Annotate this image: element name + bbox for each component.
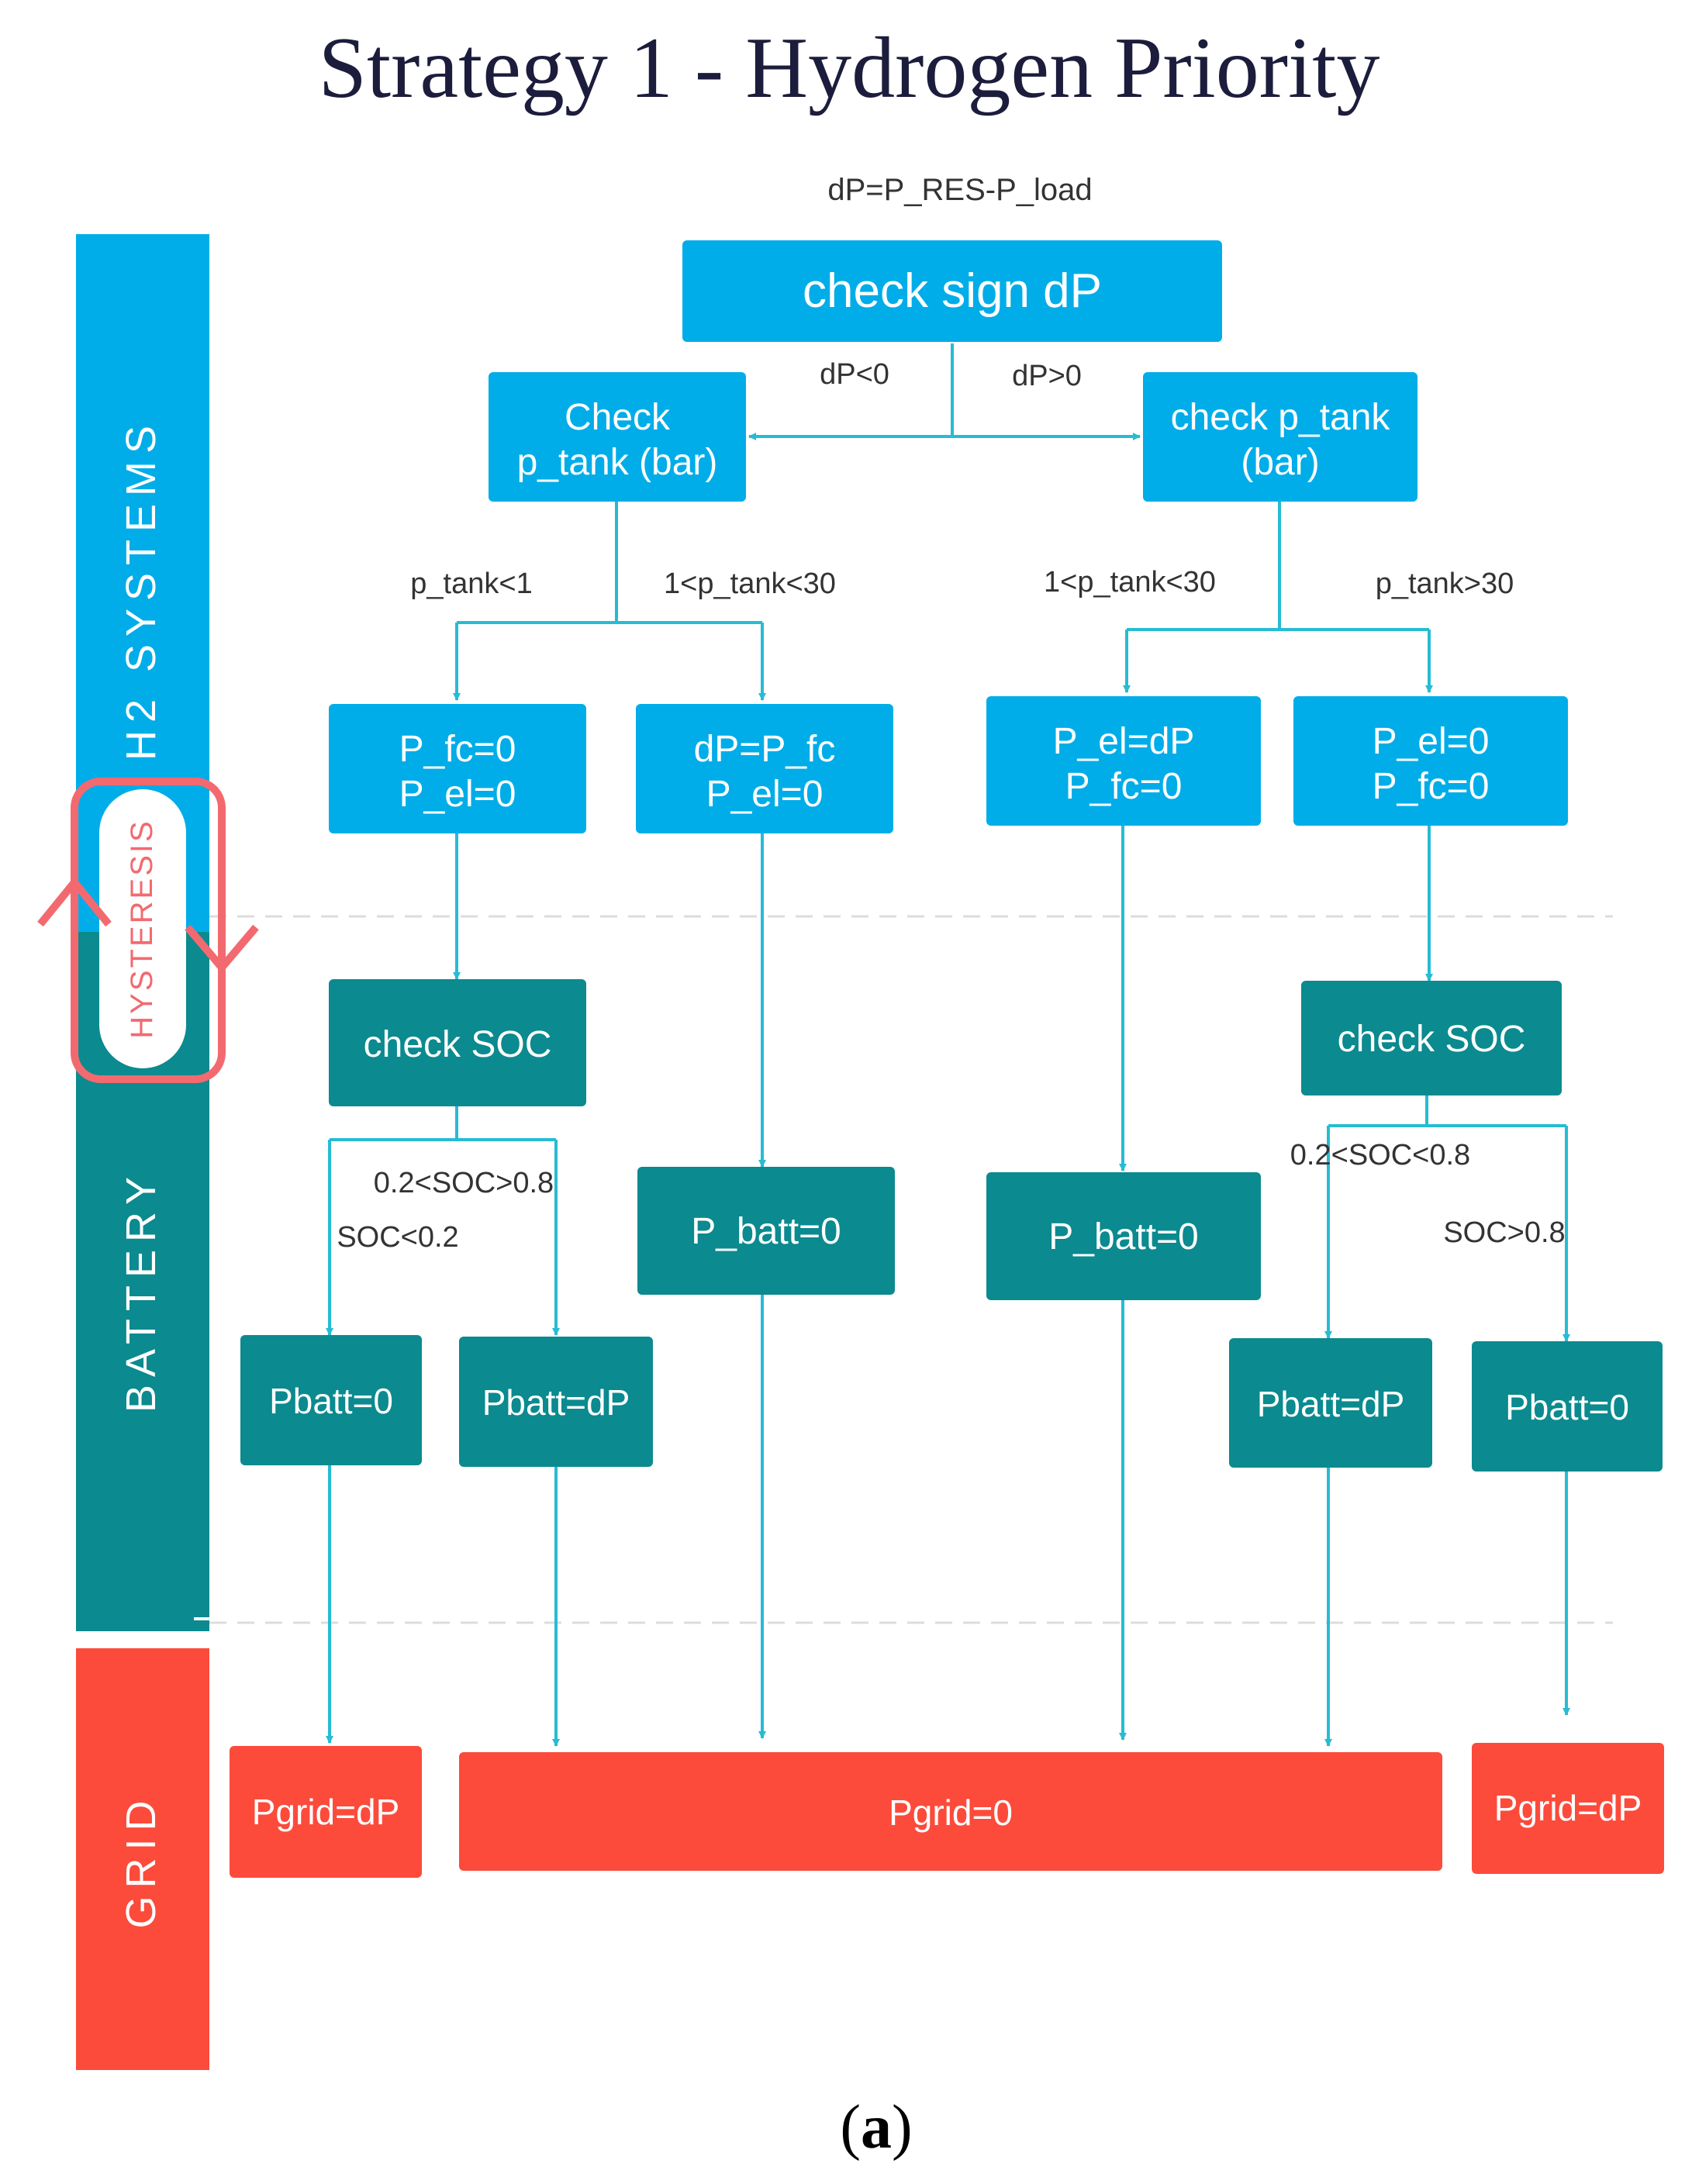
- node-pgrid-dp-right: Pgrid=dP: [1472, 1743, 1664, 1874]
- edge-label-dp-neg: dP<0: [820, 358, 889, 391]
- node-check-soc-right: check SOC: [1301, 981, 1562, 1095]
- node-pbattdp-left: Pbatt=dP: [459, 1337, 653, 1467]
- formula-label: dP=P_RES-P_load: [827, 173, 1092, 207]
- hysteresis-down-arrow-icon: [185, 842, 259, 971]
- svg-text:P_el=dP: P_el=dP: [1053, 721, 1195, 762]
- node-pgrid-0: Pgrid=0: [459, 1752, 1442, 1871]
- svg-text:P_el=0: P_el=0: [399, 774, 516, 815]
- svg-text:Pgrid=0: Pgrid=0: [889, 1792, 1013, 1833]
- svg-text:P_batt=0: P_batt=0: [691, 1211, 841, 1252]
- svg-text:check p_tank: check p_tank: [1171, 397, 1391, 438]
- node-pbatt0-center-left: P_batt=0: [637, 1167, 895, 1295]
- svg-text:check sign dP: check sign dP: [803, 264, 1102, 318]
- svg-text:check SOC: check SOC: [1338, 1019, 1526, 1060]
- lane-bar-grid: [76, 1648, 209, 2070]
- node-dp-pfc-pel0: dP=P_fc P_el=0: [636, 704, 893, 833]
- node-check-tank-right: check p_tank (bar): [1143, 372, 1417, 502]
- hysteresis-up-arrow-icon: [37, 878, 112, 1016]
- node-pbatt0-right: Pbatt=0: [1472, 1341, 1663, 1472]
- caption-letter: a: [861, 2093, 892, 2162]
- caption-close-paren: ): [892, 2093, 913, 2162]
- node-pel0-pfc0: P_el=0 P_fc=0: [1293, 696, 1568, 826]
- edge-label-dp-pos: dP>0: [1012, 360, 1082, 392]
- edge-label-soc-gt08: SOC>0.8: [1443, 1216, 1565, 1249]
- svg-text:check SOC: check SOC: [364, 1024, 552, 1065]
- lane-label-battery: BATTERY: [118, 1169, 164, 1413]
- edge-label-soc-lt02: SOC<0.2: [337, 1221, 458, 1254]
- edge-label-soc-mid-right: 0.2<SOC<0.8: [1290, 1139, 1470, 1171]
- node-check-tank-left: Check p_tank (bar): [489, 372, 746, 502]
- svg-text:Pgrid=dP: Pgrid=dP: [252, 1792, 400, 1832]
- lane-label-h2: H2 SYSTEMS: [118, 418, 164, 761]
- node-pbatt0-left: Pbatt=0: [240, 1335, 422, 1465]
- node-pbattdp-right: Pbatt=dP: [1229, 1338, 1432, 1468]
- diagram-title: Strategy 1 - Hydrogen Priority: [319, 20, 1380, 116]
- svg-text:(bar): (bar): [1241, 442, 1319, 483]
- connectors: [326, 343, 1570, 1747]
- svg-text:Pbatt=dP: Pbatt=dP: [1257, 1384, 1405, 1424]
- svg-text:P_el=0: P_el=0: [1373, 721, 1490, 762]
- caption-open-paren: (: [840, 2093, 861, 2162]
- edge-label-tank-gt30: p_tank>30: [1376, 568, 1514, 600]
- lane-label-grid: GRID: [118, 1793, 164, 1929]
- svg-text:P_fc=0: P_fc=0: [1065, 766, 1183, 807]
- svg-text:P_batt=0: P_batt=0: [1048, 1216, 1199, 1258]
- edge-label-tank-lt1: p_tank<1: [410, 568, 532, 600]
- hysteresis-pill: [99, 789, 186, 1068]
- svg-text:Pbatt=0: Pbatt=0: [1505, 1387, 1629, 1427]
- svg-text:P_el=0: P_el=0: [706, 774, 824, 815]
- edge-label-tank-mid-left: 1<p_tank<30: [664, 568, 836, 600]
- edge-label-tank-mid-right: 1<p_tank<30: [1044, 566, 1216, 599]
- node-check-soc-left: check SOC: [329, 979, 586, 1106]
- svg-text:p_tank (bar): p_tank (bar): [517, 442, 718, 483]
- node-pfc0-pel0: P_fc=0 P_el=0: [329, 704, 586, 833]
- svg-text:P_fc=0: P_fc=0: [1373, 766, 1490, 807]
- figure-caption: (a): [840, 2093, 912, 2162]
- svg-text:Pbatt=0: Pbatt=0: [269, 1381, 393, 1421]
- svg-text:Check: Check: [565, 397, 671, 438]
- svg-text:Pgrid=dP: Pgrid=dP: [1494, 1788, 1642, 1828]
- hysteresis-label: HYSTERESIS: [125, 819, 159, 1038]
- edge-label-soc-mid-left: 0.2<SOC>0.8: [374, 1167, 554, 1199]
- edge-labels: dP<0 dP>0 p_tank<1 1<p_tank<30 1<p_tank<…: [337, 358, 1565, 1254]
- node-pgrid-dp-left: Pgrid=dP: [230, 1746, 422, 1878]
- node-pel-dp-pfc0: P_el=dP P_fc=0: [986, 696, 1261, 826]
- svg-text:dP=P_fc: dP=P_fc: [694, 729, 836, 770]
- node-check-sign-dp: check sign dP: [682, 240, 1222, 342]
- node-pbatt0-center-right: P_batt=0: [986, 1172, 1261, 1300]
- svg-text:Pbatt=dP: Pbatt=dP: [482, 1382, 630, 1423]
- svg-text:P_fc=0: P_fc=0: [399, 729, 516, 770]
